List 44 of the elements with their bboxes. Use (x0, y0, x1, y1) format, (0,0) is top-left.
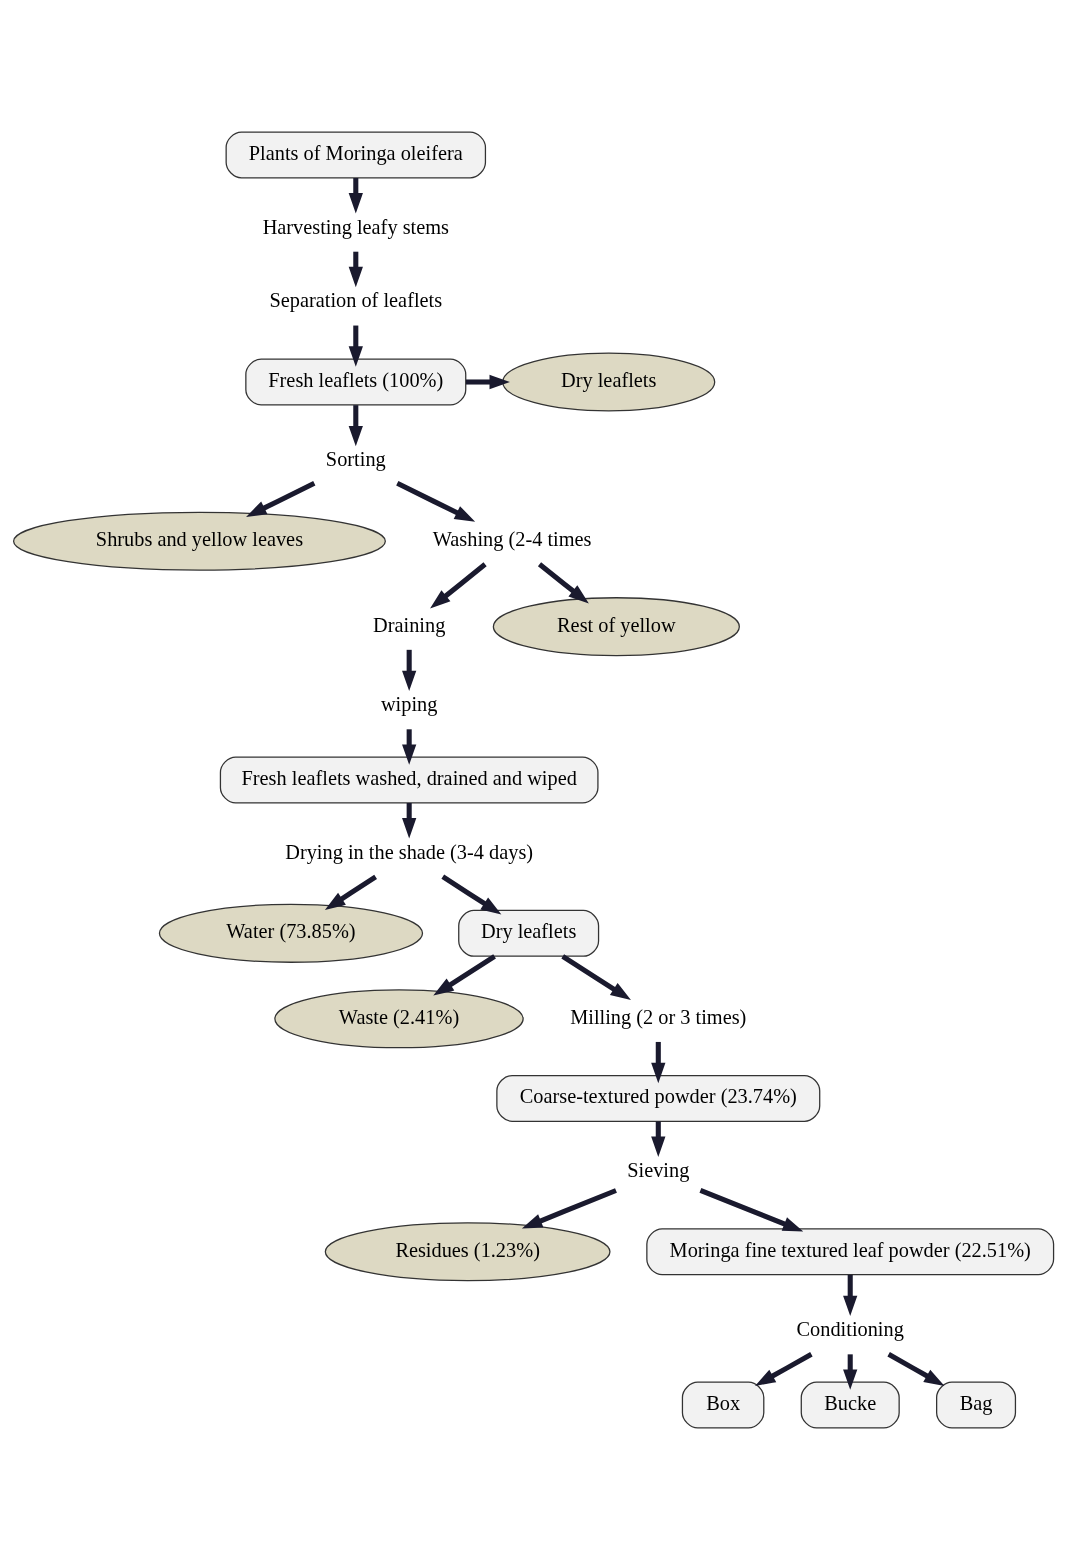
node-ellipse: Shrubs and yellow leaves (12, 511, 386, 571)
node-text: Conditioning (796, 1318, 904, 1341)
node-text: wiping (380, 693, 438, 716)
node-ellipse: Dry leaflets (502, 352, 716, 412)
arrow (699, 1187, 804, 1232)
node-box: Dry leaflets (458, 909, 600, 957)
arrow (561, 954, 631, 1001)
node-box: Bucke (800, 1381, 900, 1429)
node-ellipse: Rest of yellow (492, 597, 740, 657)
node-box: Bag (936, 1381, 1017, 1429)
node-ellipse: Waste (2.41%) (274, 989, 524, 1049)
arrow (348, 405, 363, 447)
node-box: Box (681, 1381, 765, 1429)
arrow (465, 374, 510, 390)
node-text: Draining (373, 613, 446, 636)
node-text: Milling (2 or 3 times) (570, 1005, 747, 1028)
node-box: Plants of Moringa oleifera (225, 131, 487, 179)
node-ellipse: Residues (1.23%) (324, 1222, 611, 1282)
node-text: Sieving (627, 1158, 690, 1181)
arrow (430, 562, 487, 609)
arrow (441, 874, 502, 915)
node-text: Separation of leaflets (269, 289, 443, 312)
arrow (887, 1352, 945, 1386)
arrow (755, 1352, 813, 1386)
node-box: Moringa fine textured leaf powder (22.51%) (646, 1228, 1055, 1276)
arrow (521, 1188, 617, 1229)
node-box: Fresh leaflets washed, drained and wiped (219, 756, 599, 804)
node-text: Drying in the shade (3-4 days) (285, 840, 534, 863)
arrow (348, 325, 363, 367)
arrow (651, 1041, 666, 1084)
node-text: Harvesting leafy stems (262, 215, 449, 238)
arrow (537, 562, 589, 604)
node-text: Washing (2-4 times (432, 528, 592, 551)
arrow (843, 1274, 858, 1317)
arrow (433, 954, 496, 996)
node-box: Fresh leaflets (100%) (245, 358, 467, 406)
node-ellipse: Water (73.85%) (158, 903, 424, 963)
arrow (651, 1121, 666, 1157)
arrow (402, 649, 417, 692)
node-text: Sorting (325, 448, 386, 471)
arrow (396, 481, 476, 522)
arrow (324, 874, 377, 910)
node-box: Coarse-textured powder (23.74%) (496, 1074, 821, 1122)
arrow (246, 481, 316, 517)
